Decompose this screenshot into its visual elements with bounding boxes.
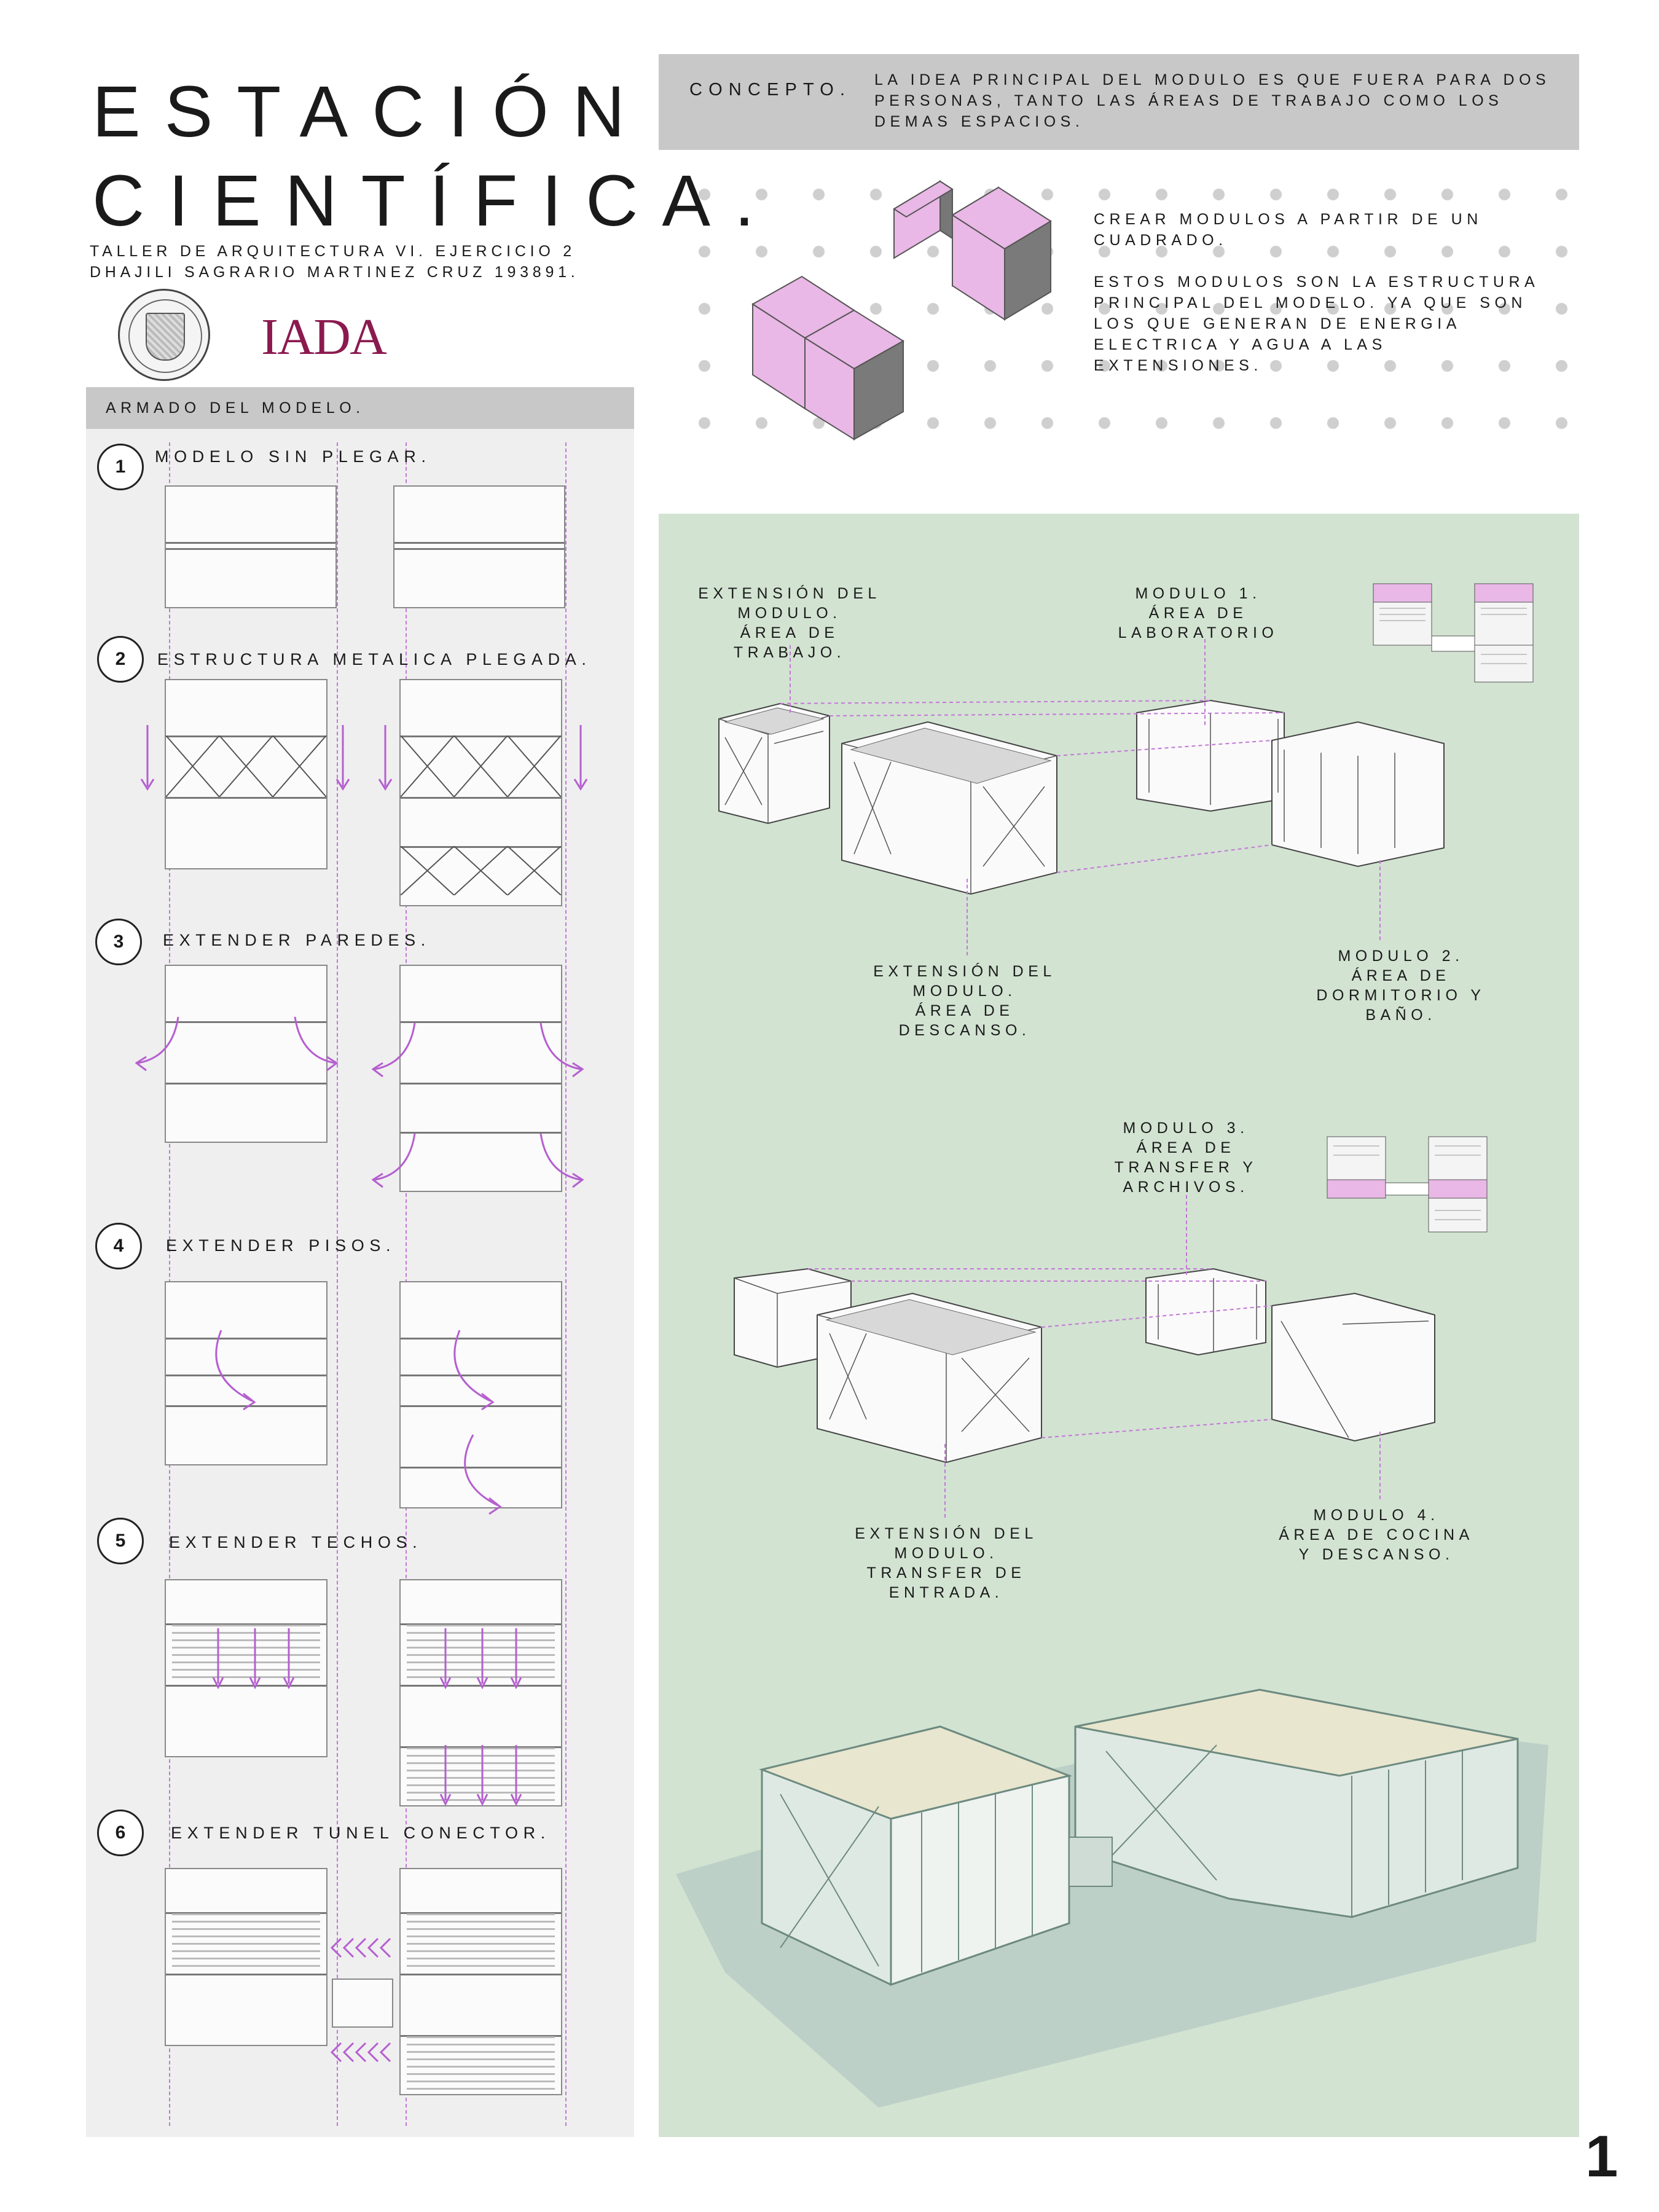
page-title: ESTACIÓN CIENTÍFICA. [92,68,779,246]
step4-diagram-a [165,1281,327,1465]
university-seal-icon [118,289,210,381]
step5-diagram-b [399,1579,562,1806]
title-line-1: ESTACIÓN [92,71,649,152]
arrow-down-icon [573,725,588,791]
cubes-description: CREAR MODULOS A PARTIR DE UN CUADRADO. E… [1094,209,1561,376]
concept-bar [659,54,1579,150]
step-label-4: EXTENDER PISOS. [166,1236,396,1255]
arrow-swing-icon [294,1016,338,1072]
cubes-text-2: ESTOS MODULOS SON LA ESTRUCTURA PRINCIPA… [1094,273,1539,374]
cross-bracing-icon [401,846,561,895]
plan-minimap-2 [1327,1136,1488,1233]
guide-line [337,442,338,2126]
step-number-1: 1 [97,444,144,490]
leader-line [944,1444,946,1518]
step-label-2: ESTRUCTURA METALICA PLEGADA. [157,650,592,669]
assembly-header-label: ARMADO DEL MODELO. [106,399,365,417]
step2-diagram-b [399,679,562,906]
step-number-3: 3 [95,919,142,965]
concept-text: LA IDEA PRINCIPAL DEL MODULO ES QUE FUER… [874,71,1551,130]
exploded-view-lower [734,1268,1435,1464]
arrow-curve-icon [464,1434,502,1515]
subtitle: TALLER DE ARQUITECTURA VI. EJERCICIO 2 D… [90,241,579,283]
cubes-text-1: CREAR MODULOS A PARTIR DE UN CUADRADO. [1094,211,1483,249]
cross-bracing-icon [401,735,561,797]
plan-minimap-1 [1373,583,1534,683]
arrow-curve-icon [215,1330,256,1411]
concept-title: CONCEPTO. [689,80,852,100]
arrow-left-chevrons-icon [330,1937,391,1958]
step-label-5: EXTENDER TECHOS. [169,1533,423,1551]
step2-diagram-a [165,679,327,869]
exploded-view-upper [718,699,1445,895]
title-line-2: CIENTÍFICA. [92,160,779,241]
leader-line [790,645,791,713]
guide-line [565,442,567,2126]
arrow-down-group-icon [212,1628,295,1690]
assembly-panel [86,387,634,2137]
step-number-5: 5 [97,1518,144,1564]
arrow-down-group-icon [439,1745,522,1806]
arrow-down-group-icon [439,1628,522,1690]
arrow-swing-icon [372,1133,416,1188]
arrow-down-icon [140,725,155,791]
step6-diagram-b [399,1868,562,2095]
leader-line [1204,639,1206,725]
arrow-swing-icon [372,1022,416,1078]
arrow-down-icon [335,725,350,791]
arrow-curve-icon [453,1330,495,1411]
assembled-render [676,1688,1548,2108]
cross-bracing-icon [166,735,326,797]
pink-cubes-illustration [751,180,1052,441]
leader-line [1186,1195,1187,1275]
assembly-header: ARMADO DEL MODELO. [86,387,634,429]
subtitle-line-2: DHAJILI SAGRARIO MARTINEZ CRUZ 193891. [90,264,579,281]
arrow-swing-icon [539,1133,584,1188]
step6-diagram-a [165,1868,327,2046]
step-number-4: 4 [95,1223,142,1269]
page-number: 1 [1585,2124,1618,2189]
step-label-3: EXTENDER PAREDES. [163,931,431,949]
step3-diagram-b [399,965,562,1192]
leader-line [967,879,968,955]
step3-diagram-a [165,965,327,1143]
arrow-down-icon [378,725,393,791]
step-number-2: 2 [97,636,144,683]
step1-diagram-b [393,485,565,608]
step-number-6: 6 [97,1810,144,1856]
connector-tunnel [332,1979,393,2028]
step-label-6: EXTENDER TUNEL CONECTOR. [171,1824,551,1842]
step-label-1: MODELO SIN PLEGAR. [155,447,431,466]
arrow-swing-icon [539,1022,584,1078]
step5-diagram-a [165,1579,327,1757]
leader-line [1379,1432,1381,1499]
arrow-swing-icon [135,1016,179,1072]
arrow-left-chevrons-icon [330,2042,391,2063]
iada-logo: IADA [261,308,387,366]
step1-diagram-a [165,485,337,608]
subtitle-line-1: TALLER DE ARQUITECTURA VI. EJERCICIO 2 [90,243,576,260]
leader-line [1379,860,1381,940]
